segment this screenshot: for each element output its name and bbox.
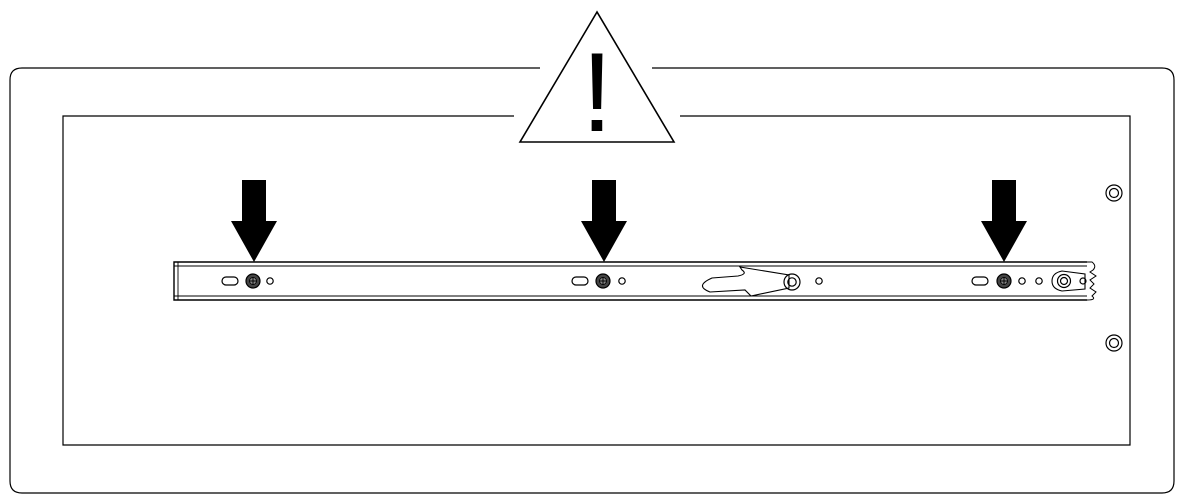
down-arrow-icon xyxy=(581,180,627,262)
rail-hole xyxy=(1018,277,1026,285)
mounting-hole-icon xyxy=(1105,334,1123,352)
rail-slot xyxy=(221,276,239,286)
mounting-hole-icon xyxy=(1105,184,1123,202)
rail-hole xyxy=(815,277,823,285)
latch-icon xyxy=(701,266,801,297)
outer-panel-border xyxy=(9,67,1175,494)
rail-hole xyxy=(1035,277,1043,285)
rail-hole xyxy=(618,277,626,285)
down-arrow-icon xyxy=(231,180,277,262)
down-arrow-icon xyxy=(981,180,1027,262)
screw-icon xyxy=(996,273,1012,289)
rail-hole xyxy=(266,277,274,285)
rail-slot xyxy=(571,276,589,286)
warning-symbol: ! xyxy=(581,30,612,155)
inner-panel-border xyxy=(62,115,1131,446)
warning-triangle-icon: ! xyxy=(518,10,676,155)
rail-slot xyxy=(971,276,989,286)
rail xyxy=(173,261,1097,301)
screw-icon xyxy=(595,273,611,289)
latch-icon xyxy=(1051,270,1087,292)
screw-icon xyxy=(245,273,261,289)
